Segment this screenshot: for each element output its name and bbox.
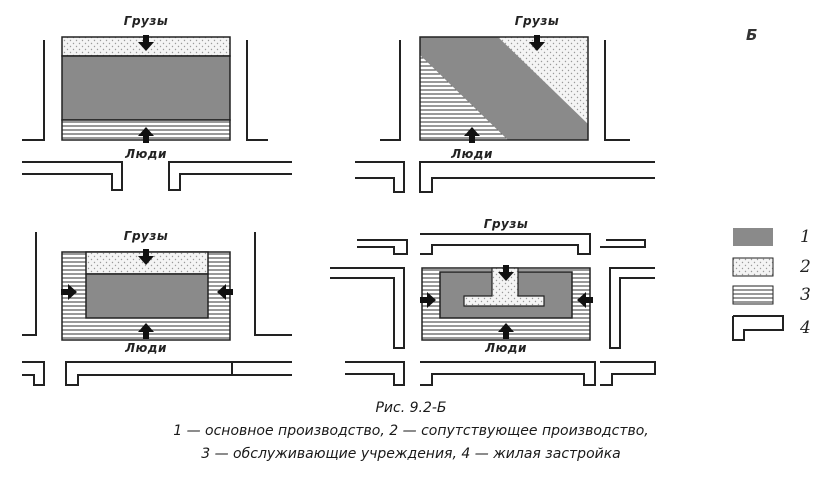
panel-2-freight-label: Грузы: [515, 14, 559, 28]
legend-swatch-residential: [732, 315, 784, 341]
panel-2-residential: [355, 40, 655, 193]
legend-number-4: 4: [799, 318, 811, 338]
legend-number-2: 2: [799, 257, 811, 277]
panel-3-freight-label: Грузы: [124, 229, 168, 243]
panel-2-site-outline: [419, 36, 589, 141]
panel-4-zone-secondary: [463, 267, 545, 307]
figure-diagram: Грузы Люди Грузы Люди Б: [22, 14, 811, 386]
panel-2-zone-services: [420, 55, 508, 140]
legend-swatch-secondary: [732, 257, 774, 277]
panel-1-freight-label: Грузы: [124, 14, 168, 28]
panel-4-freight-label: Грузы: [484, 217, 528, 231]
legend-number-3: 3: [800, 285, 811, 305]
panel-2-zone-secondary: [498, 37, 588, 124]
panel-1-residential: [22, 40, 292, 191]
legend-number-1: 1: [800, 227, 811, 247]
panel-4: Грузы Люди: [330, 217, 656, 386]
panel-1-zone-main: [61, 55, 231, 121]
panel-1-people-label: Люди: [124, 147, 167, 161]
legend: 1 2 3 4: [732, 227, 811, 341]
caption-line-2: 3 — обслуживающие учреждения, 4 — жилая …: [201, 446, 621, 462]
caption-line-1: 1 — основное производство, 2 — сопутству…: [173, 423, 649, 439]
corner-letter: Б: [746, 26, 757, 44]
caption-title: Рис. 9.2-Б: [375, 400, 447, 416]
legend-swatch-services: [732, 285, 774, 305]
panel-3-people-label: Люди: [124, 341, 167, 355]
panel-3: Грузы Люди: [22, 229, 292, 386]
panel-3-residential: [22, 232, 292, 386]
panel-4-people-label: Люди: [484, 341, 527, 355]
panel-2-people-label: Люди: [450, 147, 493, 161]
panel-2: Грузы Люди: [355, 14, 655, 193]
panel-4-residential: [330, 233, 656, 386]
panel-1: Грузы Люди: [22, 14, 292, 191]
legend-swatch-main: [733, 228, 773, 246]
panel-3-zone-main: [85, 273, 209, 319]
